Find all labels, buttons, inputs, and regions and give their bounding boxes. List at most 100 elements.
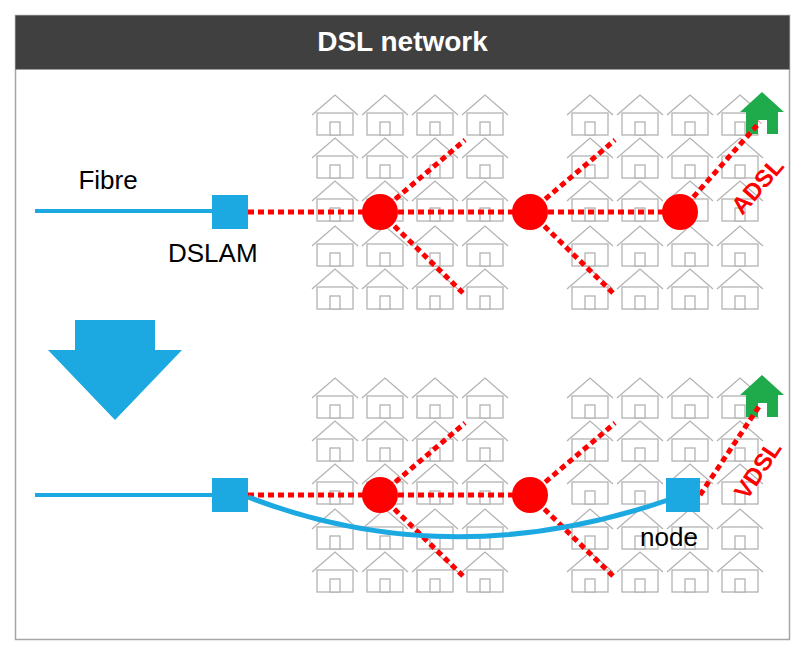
house-door	[330, 405, 340, 418]
house-roof	[667, 269, 713, 289]
house-roof	[617, 138, 663, 158]
house-body	[722, 570, 758, 592]
house-roof	[617, 421, 663, 441]
house-body	[622, 439, 658, 461]
house-icon	[667, 95, 713, 135]
copper-lines	[248, 405, 760, 578]
house-body	[722, 244, 758, 266]
house-icon	[362, 421, 408, 461]
house-body	[622, 570, 658, 592]
fibre-label: Fibre	[78, 165, 137, 196]
house-icon	[362, 95, 408, 135]
house-door	[585, 536, 595, 549]
house-roof	[362, 421, 408, 441]
house-door	[635, 296, 645, 309]
house-roof	[362, 138, 408, 158]
house-body	[572, 113, 608, 135]
house-roof	[667, 95, 713, 115]
house-roof	[312, 378, 358, 398]
house-door	[480, 253, 490, 266]
house-body	[467, 156, 503, 178]
house-door	[330, 579, 340, 592]
house-icon	[667, 552, 713, 592]
house-icon	[462, 181, 508, 221]
junction-dot	[362, 477, 398, 513]
house-door	[585, 491, 595, 504]
house-roof	[462, 509, 508, 529]
house-door	[735, 296, 745, 309]
copper-line	[248, 210, 680, 215]
house-icon	[312, 421, 358, 461]
house-icon	[362, 378, 408, 418]
house-icon	[412, 226, 458, 266]
house-door	[685, 165, 695, 178]
junction-dot	[662, 194, 698, 230]
house-roof	[567, 181, 613, 201]
house-roof	[362, 95, 408, 115]
house-body	[367, 570, 403, 592]
house-icon	[462, 378, 508, 418]
house-icon	[567, 269, 613, 309]
diagram-title: DSL network	[15, 15, 790, 69]
house-door	[735, 536, 745, 549]
house-door	[430, 296, 440, 309]
house-door	[758, 120, 767, 134]
house-body	[467, 287, 503, 309]
house-body	[367, 439, 403, 461]
house-roof	[617, 181, 663, 201]
house-icon	[362, 269, 408, 309]
house-icon	[462, 464, 508, 504]
house-roof	[567, 95, 613, 115]
house-icon	[462, 269, 508, 309]
house-body	[317, 113, 353, 135]
house-roof	[667, 552, 713, 572]
house-door	[735, 448, 745, 461]
house-roof	[462, 181, 508, 201]
house-door	[380, 253, 390, 266]
house-door	[480, 122, 490, 135]
house-door	[685, 122, 695, 135]
house-icon	[667, 269, 713, 309]
house-icon	[567, 552, 613, 592]
node-label: DSLAM	[168, 238, 262, 269]
house-icon	[462, 226, 508, 266]
subscriber-house	[740, 375, 784, 417]
house-roof	[312, 138, 358, 158]
house-door	[635, 491, 645, 504]
house-roof	[567, 464, 613, 484]
house-body	[367, 113, 403, 135]
house-icon	[567, 181, 613, 221]
house-roof	[717, 509, 763, 529]
house-icon	[462, 552, 508, 592]
house-icon	[412, 421, 458, 461]
house-door	[635, 165, 645, 178]
panel-border	[16, 16, 790, 640]
dslam-box	[212, 478, 248, 512]
house-door	[635, 579, 645, 592]
house-icon	[412, 181, 458, 221]
house-body	[622, 396, 658, 418]
house-roof	[667, 378, 713, 398]
house-door	[380, 448, 390, 461]
house-icon	[312, 269, 358, 309]
junction-dot	[512, 194, 548, 230]
house-door	[380, 296, 390, 309]
house-roof	[462, 226, 508, 246]
house-body	[672, 287, 708, 309]
house-roof	[617, 552, 663, 572]
down-arrow	[48, 320, 182, 420]
house-icon	[567, 509, 613, 549]
house-roof	[312, 269, 358, 289]
house-icon	[567, 226, 613, 266]
house-door	[480, 165, 490, 178]
house-door	[380, 405, 390, 418]
junction-dot	[362, 194, 398, 230]
house-roof	[312, 421, 358, 441]
house-door	[585, 253, 595, 266]
house-roof	[717, 552, 763, 572]
house-body	[317, 396, 353, 418]
house-body	[317, 527, 353, 549]
house-icon	[462, 95, 508, 135]
house-icon	[567, 378, 613, 418]
house-roof	[462, 138, 508, 158]
